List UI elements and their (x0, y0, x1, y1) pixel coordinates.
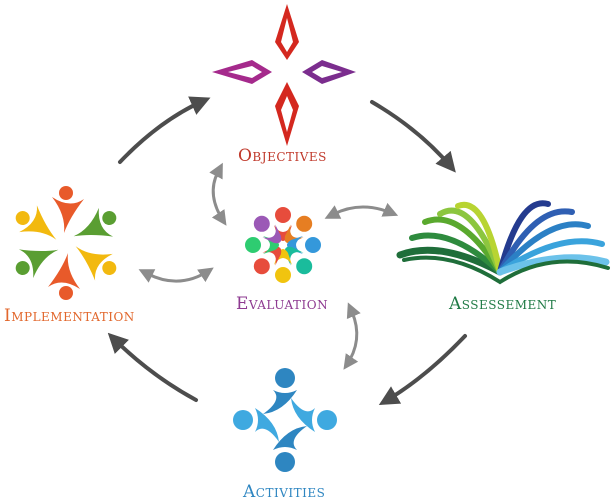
dancing-people-icon (15, 186, 117, 300)
people-circle-icon (233, 368, 337, 472)
arrow-assessement-to-activities (378, 334, 467, 406)
arrow-evaluation-activities (343, 302, 361, 370)
open-book-icon (396, 200, 610, 285)
compass-star-icon (212, 4, 356, 146)
arrow-objectives-to-assessement (370, 100, 456, 173)
bidirectional-arrows (138, 162, 399, 370)
cycle-arrows (107, 96, 467, 406)
arrow-implementation-to-objectives (118, 96, 211, 164)
evaluation-label: Evaluation (236, 294, 329, 314)
people-ring-icon (245, 207, 321, 283)
objectives-label: Objectives (238, 146, 327, 166)
arrow-evaluation-assessement (324, 202, 399, 219)
implementation-label: Implementation (4, 306, 135, 326)
arrow-evaluation-implementation (138, 267, 214, 283)
activities-label: Activities (243, 482, 326, 502)
arrow-activities-to-implementation (107, 332, 198, 402)
assessement-label: Assessement (449, 294, 557, 314)
arrow-evaluation-objectives (209, 162, 227, 226)
